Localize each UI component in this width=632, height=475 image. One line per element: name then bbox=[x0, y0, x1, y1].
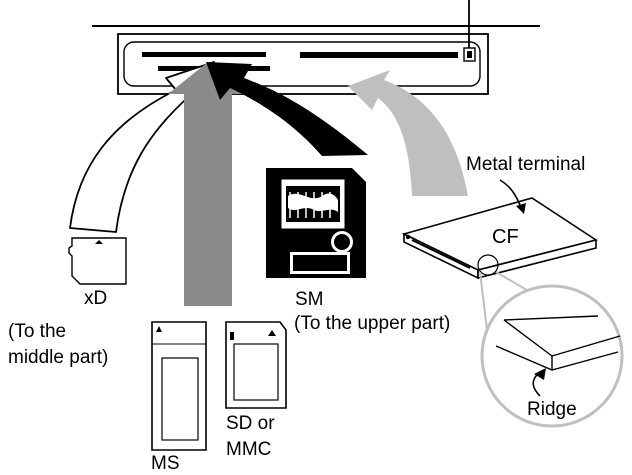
sd-label-line2: MMC bbox=[226, 439, 272, 460]
ms-label: MS bbox=[151, 453, 180, 474]
xd-note-line1: (To the bbox=[8, 321, 67, 342]
cf-card bbox=[401, 179, 598, 280]
drive-panel bbox=[92, 0, 540, 95]
sm-note: (To the upper part) bbox=[294, 313, 451, 334]
ridge-label: Ridge bbox=[527, 399, 577, 420]
xd-arrow bbox=[69, 61, 215, 233]
sm-card bbox=[266, 168, 366, 278]
ms-sd-arrow bbox=[168, 62, 246, 306]
sd-label-line1: SD or bbox=[226, 413, 275, 434]
sm-arrow bbox=[206, 62, 368, 156]
cf-label: CF bbox=[492, 226, 519, 248]
metal-terminal-label: Metal terminal bbox=[466, 154, 586, 175]
sm-label: SM bbox=[295, 289, 324, 310]
cf-arrow bbox=[348, 70, 468, 196]
middle-slot bbox=[142, 52, 266, 57]
upper-slot bbox=[300, 52, 458, 58]
sd-card bbox=[225, 321, 287, 409]
xd-note-line2: middle part) bbox=[8, 347, 109, 368]
ms-card bbox=[151, 321, 207, 451]
xd-card bbox=[68, 237, 127, 285]
xd-label: xD bbox=[84, 288, 108, 309]
ridge-callout bbox=[480, 284, 624, 428]
